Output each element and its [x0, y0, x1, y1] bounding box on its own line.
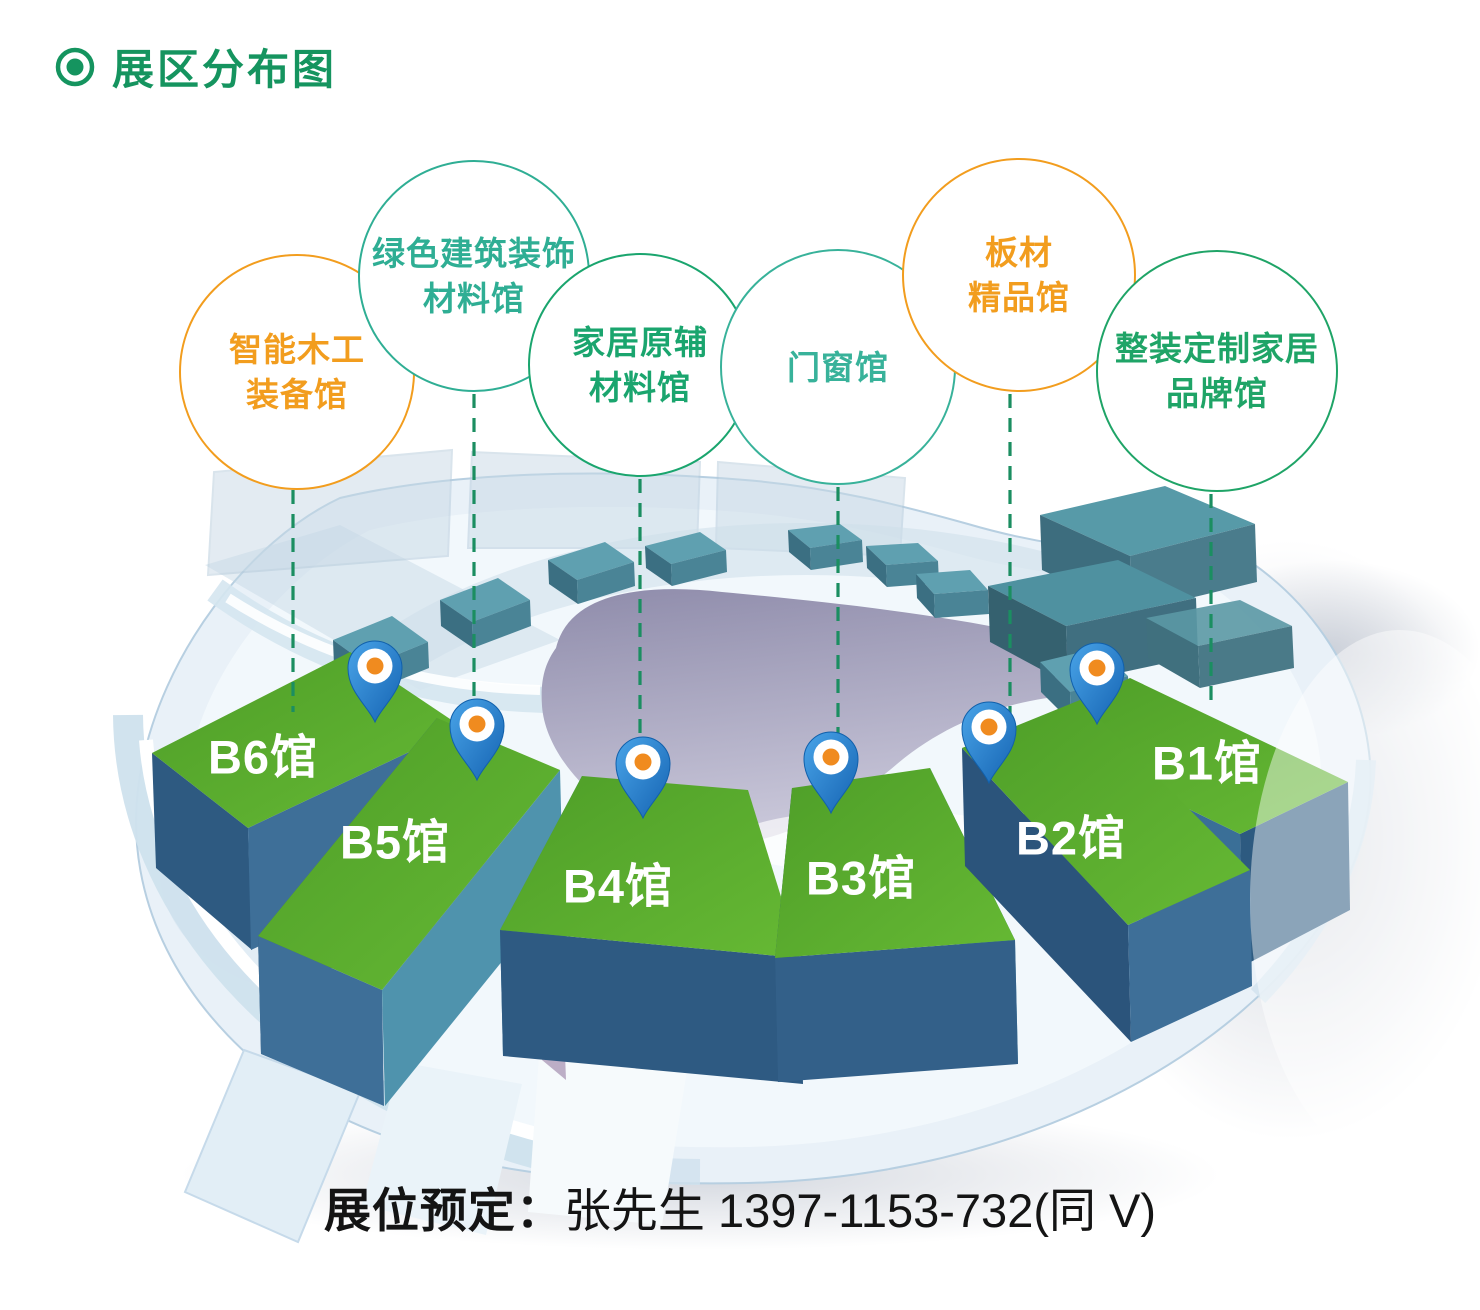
- legend-text: 门窗馆: [787, 348, 889, 386]
- legend-text: 板材: [985, 234, 1053, 271]
- hall-label-b5: B5馆: [339, 815, 451, 869]
- hall-b2: [962, 700, 1252, 1042]
- legend-text: 装备馆: [246, 376, 348, 413]
- hall-b4: [500, 776, 803, 1084]
- legend-text: 智能木工: [229, 331, 365, 368]
- edge-fade: [1250, 630, 1480, 1170]
- leader-lines: [291, 394, 1213, 746]
- legend-text: 材料馆: [423, 280, 525, 317]
- legend-text: 家居原辅: [572, 324, 708, 361]
- hall-label-b6: B6馆: [207, 730, 319, 784]
- hall-label-b3: B3馆: [805, 851, 917, 905]
- legend-text: 品牌馆: [1166, 375, 1268, 412]
- hall-label-b2: B2馆: [1015, 811, 1127, 865]
- legend-circle-zhengzhuang: 整装定制家居 品牌馆: [1096, 250, 1338, 492]
- legend-text: 绿色建筑装饰: [372, 235, 576, 272]
- booking-footer: 展位预定：张先生 1397-1153-732(同 V): [0, 1172, 1480, 1241]
- legend-text: 整装定制家居: [1115, 330, 1319, 367]
- legend-text: 精品馆: [968, 279, 1070, 316]
- northeast-buildings: [988, 486, 1294, 688]
- hall-b3: [775, 768, 1018, 1082]
- hall-label-b4: B4馆: [562, 859, 674, 913]
- hall-b5: [258, 718, 563, 1106]
- legend-circle-jiaju-yuanfu: 家居原辅 材料馆: [528, 253, 752, 477]
- booking-contact: 张先生 1397-1153-732(同 V): [563, 1184, 1157, 1237]
- booking-label: 展位预定：: [323, 1184, 564, 1237]
- hall-label-b1: B1馆: [1151, 736, 1263, 790]
- legend-text: 材料馆: [589, 369, 691, 406]
- page-title: 展区分布图: [112, 46, 338, 93]
- bullseye-icon: [55, 47, 95, 86]
- legend-circle-bancai-jingpin: 板材 精品馆: [902, 158, 1136, 392]
- header: 展区分布图: [52, 36, 337, 97]
